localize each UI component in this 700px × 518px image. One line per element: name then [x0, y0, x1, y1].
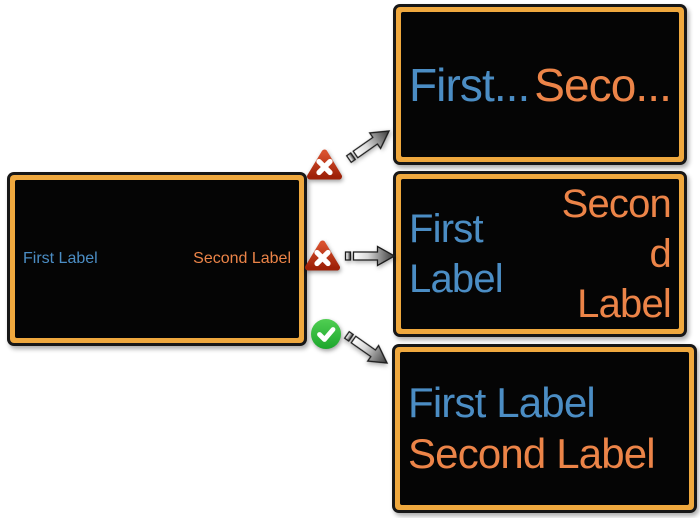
first-label-line: Label [409, 257, 504, 301]
block-arrow-icon [343, 330, 389, 364]
first-label-stacked: First Label [408, 379, 596, 427]
outcome-truncated-screen: First... Seco... [393, 4, 687, 165]
second-label-stacked: Second Label [408, 429, 656, 477]
first-label-truncated: First... [409, 58, 530, 111]
outcome-wrapped-screen: First Label Secon d Label [393, 171, 687, 337]
outcome-wrapped-content: First Label Secon d Label [401, 179, 679, 329]
outcome-truncated-bezel: First... Seco... [396, 7, 684, 162]
first-label: First Label [23, 250, 98, 267]
source-screen-content: First Label Second Label [15, 180, 299, 338]
outcome-wrapped-bezel: First Label Secon d Label [396, 174, 684, 334]
first-label-line: First [409, 207, 484, 251]
second-label-truncated: Seco... [534, 58, 672, 111]
outcome-stacked-bezel: First Label Second Label [395, 347, 694, 510]
x-triangle-icon [307, 149, 342, 180]
second-label-line: Secon [561, 182, 672, 226]
first-label-wrapped: First Label [409, 204, 504, 304]
x-triangle-icon [305, 240, 340, 271]
block-arrow-icon [345, 130, 391, 164]
second-label-wrapped: Secon d Label [561, 179, 672, 329]
check-circle-icon [311, 319, 341, 349]
outcome-stacked-content: First Label Second Label [400, 352, 689, 505]
source-screen: First Label Second Label [7, 172, 307, 346]
block-arrow-icon [344, 245, 396, 267]
second-label-line: Label [577, 282, 672, 326]
source-screen-bezel: First Label Second Label [10, 175, 304, 343]
second-label: Second Label [193, 250, 291, 267]
second-label-line: d [649, 232, 672, 276]
outcome-truncated-content: First... Seco... [401, 12, 679, 157]
outcome-stacked-screen: First Label Second Label [392, 344, 697, 513]
